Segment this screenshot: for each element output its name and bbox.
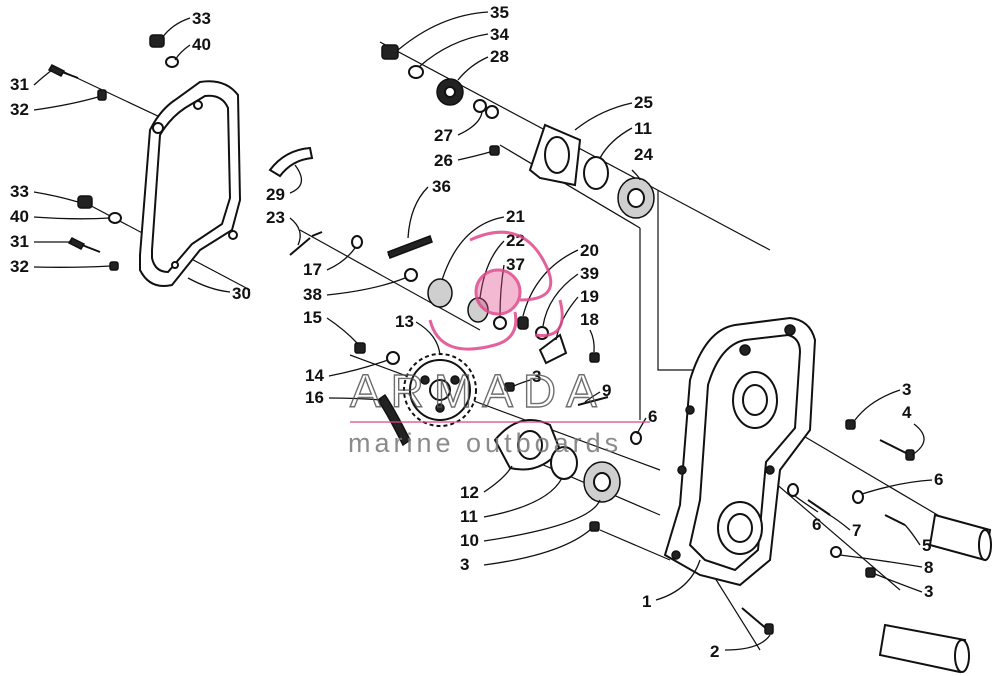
callout-19: 19 <box>580 287 599 306</box>
callout-20: 20 <box>580 241 599 260</box>
callout-15: 15 <box>303 308 322 327</box>
callout-9: 9 <box>602 381 611 400</box>
housing-fasteners <box>741 419 992 674</box>
callout-21: 21 <box>506 207 525 226</box>
callout-30: 30 <box>232 284 251 303</box>
callout-34: 34 <box>490 25 509 44</box>
callout-labels: 33 40 31 32 33 40 31 32 30 29 23 17 38 3… <box>10 3 943 661</box>
callout-1: 1 <box>642 592 651 611</box>
callout-25: 25 <box>634 93 653 112</box>
chaincase-housing <box>663 316 817 587</box>
callout-11-bot: 11 <box>460 507 478 526</box>
callout-13: 13 <box>395 312 414 331</box>
callout-3-mid: 3 <box>532 367 541 386</box>
callout-39: 39 <box>580 264 599 283</box>
callout-40-mid: 40 <box>10 207 29 226</box>
chaincase-cover <box>139 80 242 287</box>
callout-4: 4 <box>902 403 912 422</box>
cover-fasteners <box>47 34 179 271</box>
callout-27: 27 <box>434 126 453 145</box>
callout-38: 38 <box>303 285 322 304</box>
idler-spacers <box>427 278 600 365</box>
watermark-tagline: marine outboards <box>348 428 622 458</box>
callout-32-mid: 32 <box>10 257 29 276</box>
callout-12: 12 <box>460 483 479 502</box>
callout-7: 7 <box>852 521 861 540</box>
armada-watermark: ARMADA marine outboards <box>348 230 650 458</box>
callout-31-top: 31 <box>10 75 29 94</box>
callout-33-top: 33 <box>192 9 211 28</box>
drive-sprocket <box>354 342 477 447</box>
callout-32-top: 32 <box>10 100 29 119</box>
callout-23: 23 <box>266 208 285 227</box>
callout-31-mid: 31 <box>10 232 29 251</box>
callout-8: 8 <box>924 558 933 577</box>
callout-6-low: 6 <box>812 515 821 534</box>
bearing-group <box>493 382 642 532</box>
callout-11-top: 11 <box>634 119 652 138</box>
callout-24: 24 <box>634 145 653 164</box>
callout-2: 2 <box>710 642 719 661</box>
callout-14: 14 <box>305 366 324 385</box>
callout-6-right: 6 <box>934 470 943 489</box>
callout-17: 17 <box>303 260 322 279</box>
watermark-brand: ARMADA <box>350 365 607 417</box>
callout-40-top: 40 <box>192 35 211 54</box>
callout-29: 29 <box>266 185 285 204</box>
callout-18: 18 <box>580 310 599 329</box>
callout-3-bot: 3 <box>460 555 469 574</box>
callout-6-mid: 6 <box>648 407 657 426</box>
callout-36: 36 <box>432 177 451 196</box>
callout-3-right: 3 <box>902 380 911 399</box>
callout-3-low-right: 3 <box>924 582 933 601</box>
callout-16: 16 <box>305 388 324 407</box>
callout-35: 35 <box>490 3 509 22</box>
tensioner-parts <box>268 146 433 282</box>
callout-26: 26 <box>434 151 453 170</box>
callout-33-mid: 33 <box>10 182 29 201</box>
callout-10: 10 <box>460 531 479 550</box>
callout-5: 5 <box>922 536 931 555</box>
armada-logo-mark <box>428 230 564 351</box>
callout-28: 28 <box>490 47 509 66</box>
upper-drive-parts <box>381 44 655 219</box>
callout-37: 37 <box>506 255 525 274</box>
